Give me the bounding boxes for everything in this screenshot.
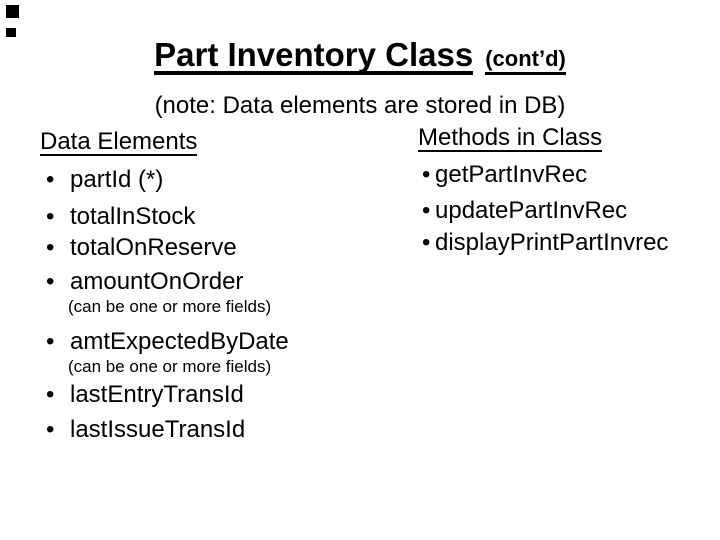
bullet-icon: • <box>46 328 55 355</box>
list-item-label: lastIssueTransId <box>70 416 246 443</box>
bullet-icon: • <box>422 229 431 256</box>
list-item-label: updatePartInvRec <box>435 197 628 224</box>
slide-subtitle: (note: Data elements are stored in DB) <box>154 92 566 119</box>
list-item: •displayPrintPartInvrec <box>418 229 668 257</box>
bullet-icon: • <box>422 197 431 224</box>
slide-title-suffix: (cont’d) <box>485 48 566 75</box>
bullet-icon: • <box>46 381 55 408</box>
bullet-icon: • <box>46 203 55 230</box>
list-item: • amtExpectedByDate <box>40 328 289 356</box>
bullet-icon: • <box>46 416 55 443</box>
list-item-label: totalOnReserve <box>70 234 237 261</box>
bullet-icon: • <box>46 234 55 261</box>
list-item-note: (can be one or more fields) <box>68 297 272 316</box>
list-item: • partId (*) <box>40 166 163 194</box>
list-item: • totalOnReserve <box>40 234 237 262</box>
list-item-label: amountOnOrder <box>70 268 244 295</box>
left-column-header: Data Elements <box>40 128 198 156</box>
list-item: • lastEntryTransId <box>40 381 244 409</box>
list-item-label: lastEntryTransId <box>70 381 244 408</box>
bullet-icon: • <box>46 268 55 295</box>
right-column-header: Methods in Class <box>418 124 603 152</box>
list-item-label: amtExpectedByDate <box>70 328 289 355</box>
slide-title-main: Part Inventory Class <box>154 36 474 75</box>
list-item: • amountOnOrder <box>40 268 243 296</box>
list-item-label: totalInStock <box>70 203 196 230</box>
list-item-label: displayPrintPartInvrec <box>435 229 669 256</box>
corner-artifact-square-top <box>6 5 19 18</box>
list-item: • lastIssueTransId <box>40 416 245 444</box>
bullet-icon: • <box>422 161 431 188</box>
list-item: •updatePartInvRec <box>418 197 627 225</box>
bullet-icon: • <box>46 166 55 193</box>
list-item-label: partId (*) <box>70 166 164 193</box>
corner-artifact-square-bottom <box>6 28 16 37</box>
slide-title: Part Inventory Class (cont’d) <box>0 38 720 75</box>
list-item: • totalInStock <box>40 203 195 231</box>
list-item-note: (can be one or more fields) <box>68 357 272 376</box>
list-item-label: getPartInvRec <box>435 161 588 188</box>
list-item: •getPartInvRec <box>418 161 587 189</box>
